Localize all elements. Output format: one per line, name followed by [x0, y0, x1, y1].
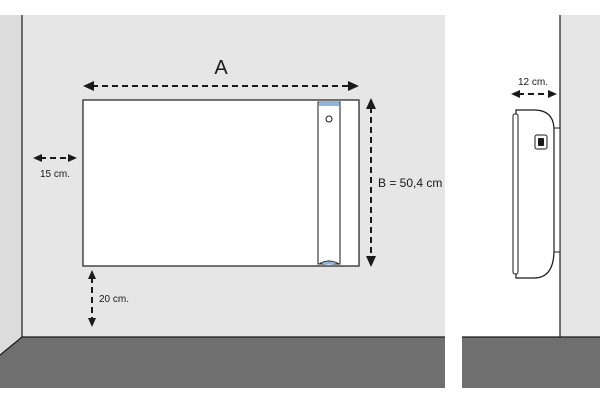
arrowhead-up-icon	[366, 98, 376, 109]
arrowhead-left-icon	[33, 154, 42, 162]
arrowhead-left-icon	[83, 81, 94, 91]
heater-side-body	[515, 109, 555, 279]
left-wall-corner	[0, 15, 22, 355]
side-clearance-label: 15 cm.	[40, 169, 70, 180]
depth-label: 12 cm.	[518, 77, 548, 88]
heater-side-button-inner	[538, 138, 544, 146]
heater-front	[82, 99, 360, 267]
arrowhead-right-icon	[348, 81, 359, 91]
height-label: B = 50,4 cm	[378, 176, 442, 190]
arrowhead-right-icon	[548, 90, 557, 98]
front-view: A B = 50,4 cm 15 cm. 20 cm.	[0, 15, 445, 388]
front-floor	[0, 337, 445, 388]
arrowhead-down-icon	[366, 256, 376, 267]
side-clearance-dimension: 15 cm.	[33, 154, 77, 180]
heater-control-panel	[317, 101, 341, 265]
arrowhead-up-icon	[88, 270, 96, 279]
heater-bracket	[553, 127, 561, 253]
arrowhead-down-icon	[88, 318, 96, 327]
heater-bottom-curve	[318, 260, 340, 265]
side-floor	[462, 337, 600, 388]
side-wall	[560, 15, 600, 337]
floor-clearance-dimension: 20 cm.	[88, 270, 129, 327]
heater-side	[512, 109, 561, 279]
heater-body	[82, 99, 360, 267]
arrowhead-right-icon	[68, 154, 77, 162]
heater-bottom-light	[322, 261, 336, 265]
floor-corner-edge	[0, 336, 23, 356]
floor-clearance-label: 20 cm.	[99, 294, 129, 305]
width-label: A	[214, 57, 228, 79]
heater-side-front-panel	[512, 113, 519, 275]
arrowhead-left-icon	[511, 90, 520, 98]
side-view: 12 cm.	[462, 15, 600, 388]
height-dimension: B = 50,4 cm	[366, 98, 442, 267]
heater-display-light	[319, 101, 339, 106]
depth-dimension: 12 cm.	[511, 77, 557, 98]
width-dimension: A	[83, 57, 359, 91]
heater-power-button-icon	[325, 115, 333, 123]
